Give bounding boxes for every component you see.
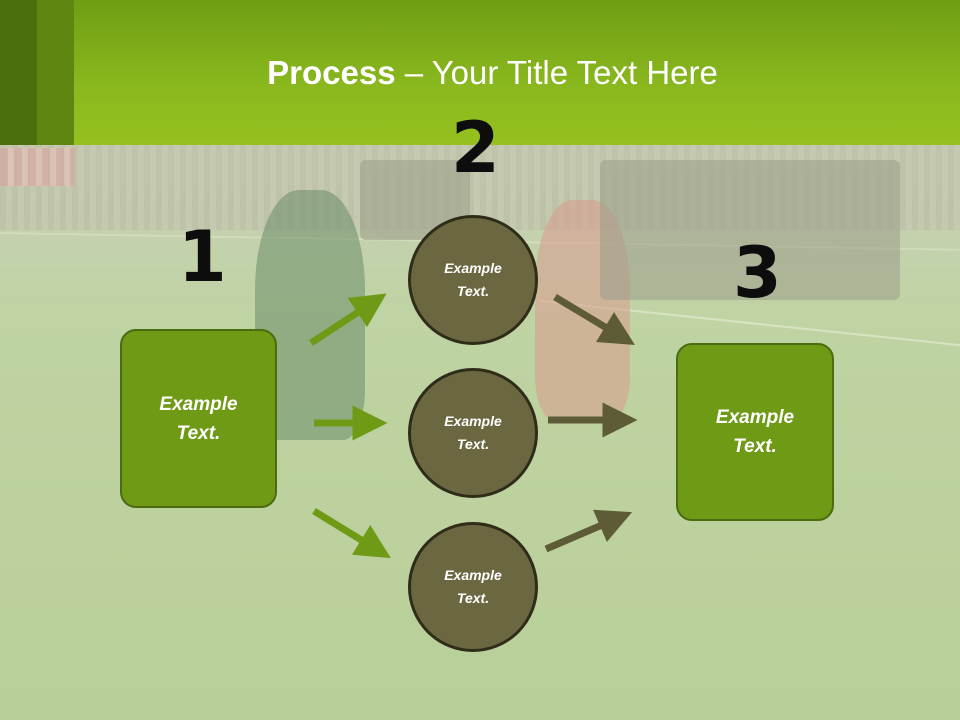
right-box-text: Example Text. xyxy=(715,407,795,457)
header-accent-bar xyxy=(0,0,37,145)
header-accent-bar xyxy=(37,0,74,145)
title-bold: Process xyxy=(267,54,396,91)
title-rest: – Your Title Text Here xyxy=(395,54,718,91)
arrow-down-right-olive xyxy=(553,293,636,346)
step-number-1: 1 xyxy=(178,216,227,298)
circle-text: Example Text. xyxy=(444,260,502,299)
circle-text: Example Text. xyxy=(444,567,502,606)
circle-text: Example Text. xyxy=(444,413,502,452)
step-number-2: 2 xyxy=(451,107,500,189)
arrow-down-right xyxy=(312,508,391,559)
right-box: Example Text. xyxy=(676,343,834,521)
header-bar: Process – Your Title Text Here xyxy=(0,0,960,145)
arrow-up-right xyxy=(309,293,387,346)
circle-2: Example Text. xyxy=(408,368,538,498)
page-title: Process – Your Title Text Here xyxy=(0,54,960,92)
stadium-seats xyxy=(0,148,75,186)
left-box-text: Example Text. xyxy=(159,393,238,444)
arrow-up-right-olive xyxy=(544,509,633,553)
left-box: Example Text. xyxy=(120,329,277,508)
step-number-3: 3 xyxy=(733,232,782,314)
circle-1: Example Text. xyxy=(408,215,538,345)
circle-3: Example Text. xyxy=(408,522,538,652)
spectators xyxy=(600,160,900,300)
